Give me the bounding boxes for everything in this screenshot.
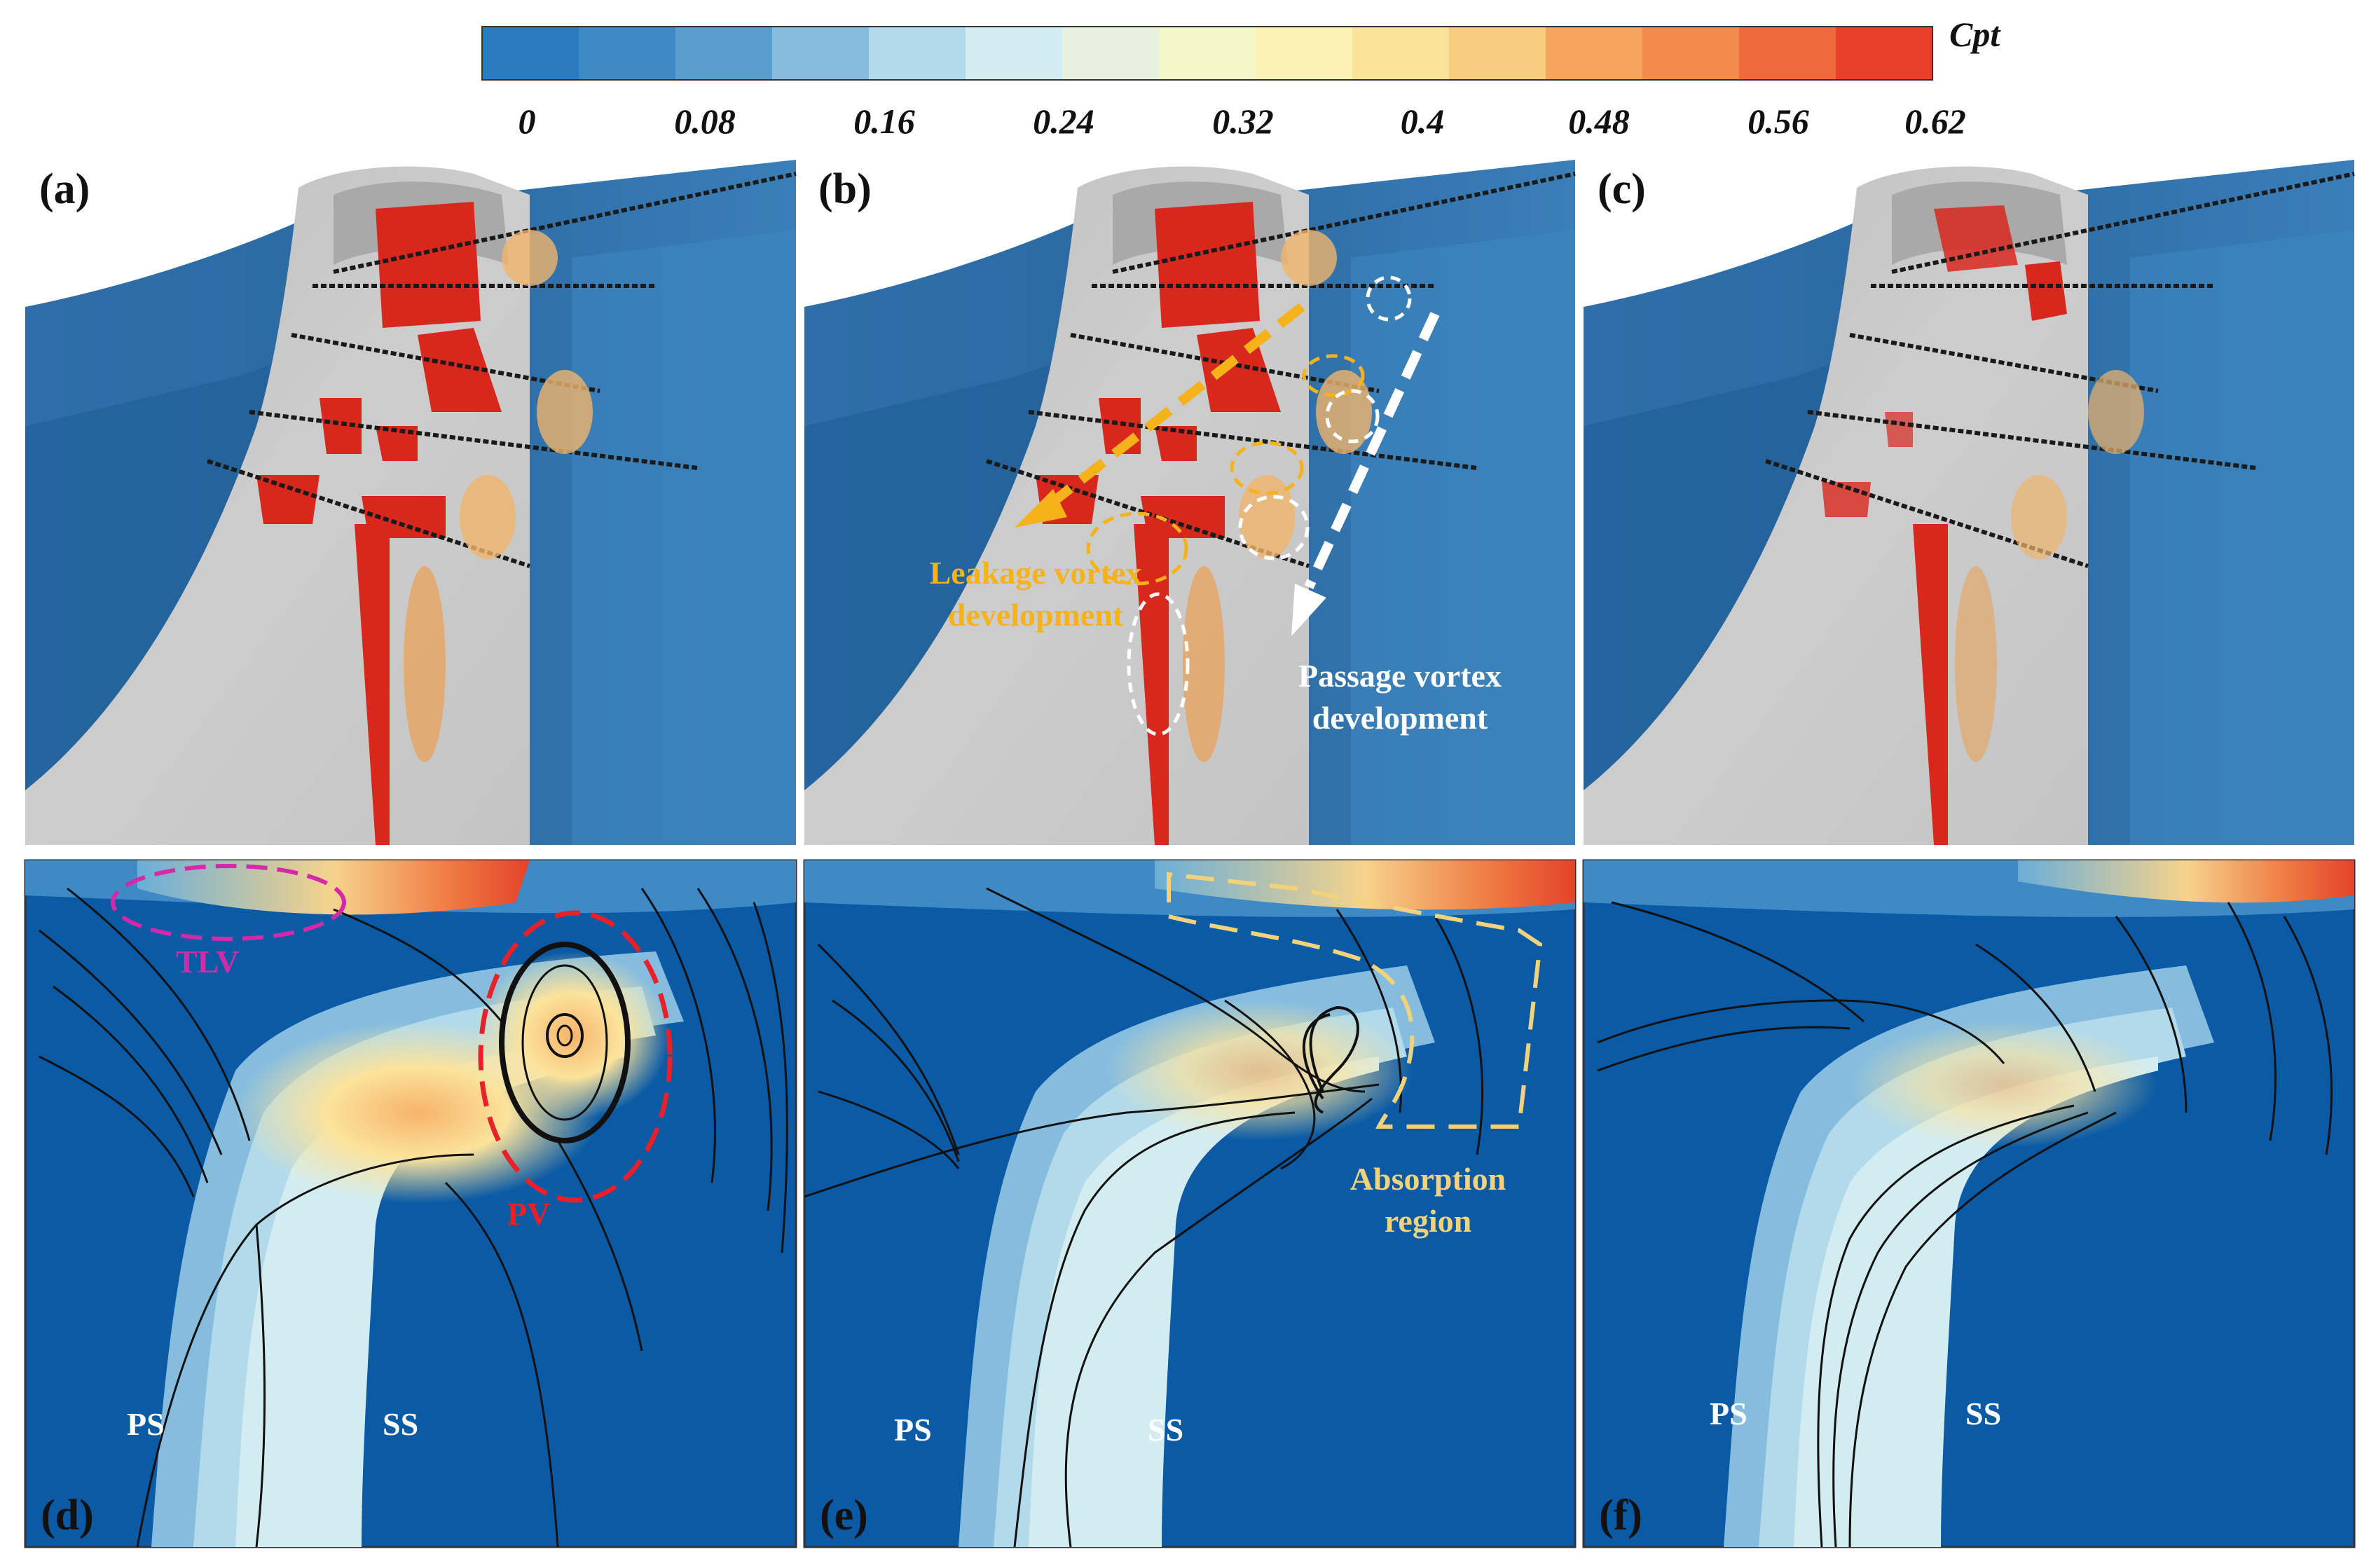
- colorbar-frame: [481, 26, 1933, 81]
- colorbar-tick-label: 0.56: [1747, 102, 1809, 141]
- colorbar-swatches: [482, 27, 1933, 80]
- leakage-vortex-label-line1: Leakage vortex: [930, 555, 1142, 591]
- colorbar-tick-label: 0.24: [1033, 102, 1094, 141]
- tlv-label: TLV: [176, 944, 239, 979]
- panel-f: PS SS (f): [1582, 859, 2356, 1548]
- absorption-region-marker: [1167, 872, 1543, 1129]
- colorbar-tick-labels: 0 0.08 0.16 0.24 0.32 0.4 0.48 0.56 0.62: [519, 102, 1966, 141]
- tlv-marker: [111, 864, 346, 941]
- colorbar-tick-label: 0.62: [1904, 102, 1966, 141]
- ss-label: SS: [1148, 1412, 1183, 1447]
- colorbar-swatch: [675, 27, 773, 80]
- absorption-vortex-core: [1302, 1005, 1359, 1114]
- leakage-vortex-arrowhead: [1015, 489, 1067, 528]
- ps-label: PS: [127, 1406, 165, 1442]
- colorbar: 0 0.08 0.16 0.24 0.32 0.4 0.48 0.56 0.62 Cpt: [481, 15, 2001, 141]
- passage-vortex-core: [499, 942, 631, 1143]
- passage-vortex-label-line2: development: [1312, 700, 1488, 736]
- leakage-vortex-markers: [1086, 354, 1365, 586]
- colorbar-tick-label: 0.48: [1568, 102, 1630, 141]
- panel-label-f: (f): [1599, 1492, 1642, 1539]
- ps-label: PS: [894, 1412, 932, 1447]
- panel-d: TLV PV PS SS (d): [24, 859, 797, 1548]
- panel-a: (a): [25, 146, 797, 845]
- passage-vortex-arrow: [1304, 312, 1440, 589]
- streamlines: [804, 887, 1483, 1548]
- panel-e: Absorption region PS SS (e): [803, 859, 1577, 1548]
- colorbar-swatch: [869, 27, 966, 80]
- panel-label-a: (a): [39, 165, 90, 213]
- colorbar-swatch: [1739, 27, 1836, 80]
- passage-vortex-arrowhead: [1291, 584, 1326, 636]
- colorbar-tick-label: 0.4: [1401, 102, 1445, 141]
- colorbar-swatch: [579, 27, 676, 80]
- colorbar-swatch: [966, 27, 1063, 80]
- colorbar-swatch: [1062, 27, 1160, 80]
- streamlines: [1597, 901, 2333, 1548]
- leakage-vortex-arrow: [1039, 303, 1305, 514]
- colorbar-swatch: [1159, 27, 1256, 80]
- passage-vortex-label-line1: Passage vortex: [1298, 658, 1502, 694]
- colorbar-swatch: [1256, 27, 1353, 80]
- absorption-label-line1: Absorption: [1350, 1161, 1506, 1197]
- colorbar-swatch: [1352, 27, 1450, 80]
- ps-label: PS: [1710, 1396, 1747, 1431]
- leakage-vortex-label-line2: development: [948, 597, 1124, 633]
- colorbar-swatch: [1449, 27, 1546, 80]
- panel-label-c: (c): [1598, 165, 1646, 213]
- panel-c: (c): [1584, 146, 2355, 845]
- ss-label: SS: [1965, 1396, 2001, 1431]
- colorbar-swatch: [1546, 27, 1643, 80]
- leakage-hot-regions: [256, 202, 502, 845]
- panel-label-d: (d): [41, 1492, 94, 1539]
- absorption-label-line2: region: [1385, 1203, 1471, 1239]
- pv-label: PV: [507, 1196, 550, 1232]
- colorbar-swatch: [482, 27, 579, 80]
- colorbar-swatch: [1642, 27, 1740, 80]
- streamlines: [39, 887, 788, 1548]
- pv-marker: [478, 910, 673, 1203]
- ss-label: SS: [383, 1406, 418, 1442]
- colorbar-tick-label: 0.08: [674, 102, 736, 141]
- colorbar-tick-label: 0.16: [853, 102, 915, 141]
- colorbar-title: Cpt: [1949, 15, 2001, 54]
- panel-label-b: (b): [818, 165, 872, 213]
- passage-vortex-markers: [1127, 275, 1412, 736]
- panel-label-e: (e): [820, 1492, 868, 1539]
- colorbar-tick-label: 0.32: [1212, 102, 1274, 141]
- colorbar-swatch: [772, 27, 870, 80]
- panel-b: (b) Leakage vortex development Passage v…: [804, 146, 1576, 845]
- colorbar-swatch: [1836, 27, 1933, 80]
- colorbar-tick-label: 0: [519, 102, 536, 141]
